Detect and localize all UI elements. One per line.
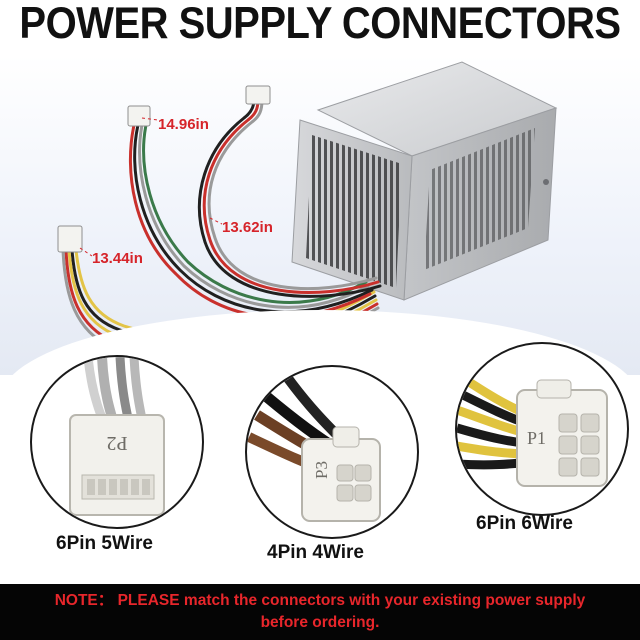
connector-detail-p1: P1: [455, 342, 629, 516]
cable-length-label: 13.62in: [222, 219, 273, 236]
note-text: PLEASE match the connectors with your ex…: [117, 592, 586, 609]
connector-p3-marking: P3: [312, 461, 331, 479]
cable-length-label: 13.44in: [92, 250, 143, 267]
measure-lines: [79, 117, 223, 257]
connector-p2-marking: P2: [106, 432, 127, 454]
note-line-2: before ordering.: [260, 614, 380, 631]
connector-detail-p2: P2: [30, 355, 204, 529]
cable-length-label: 14.96in: [158, 116, 209, 133]
connector-p3-label: 4Pin 4Wire: [267, 542, 364, 563]
connector-p2-image: P2: [69, 357, 165, 516]
page-title: POWER SUPPLY CONNECTORS: [19, 0, 621, 49]
connector-p3-image: P3: [247, 374, 381, 522]
connector-p1-label: 6Pin 6Wire: [476, 513, 573, 534]
note-line-1: NOTE： PLEASE match the connectors with y…: [0, 590, 640, 612]
power-supply-unit: [291, 61, 558, 301]
ordering-note: NOTE： PLEASE match the connectors with y…: [0, 584, 640, 640]
connector-p1-image: P1: [457, 370, 608, 487]
wire-end-connectors: [57, 85, 271, 253]
note-prefix: NOTE：: [54, 592, 114, 609]
connector-detail-p3: P3: [245, 365, 419, 539]
connector-p1-marking: P1: [527, 428, 546, 448]
connector-p2-label: 6Pin 5Wire: [56, 533, 153, 554]
